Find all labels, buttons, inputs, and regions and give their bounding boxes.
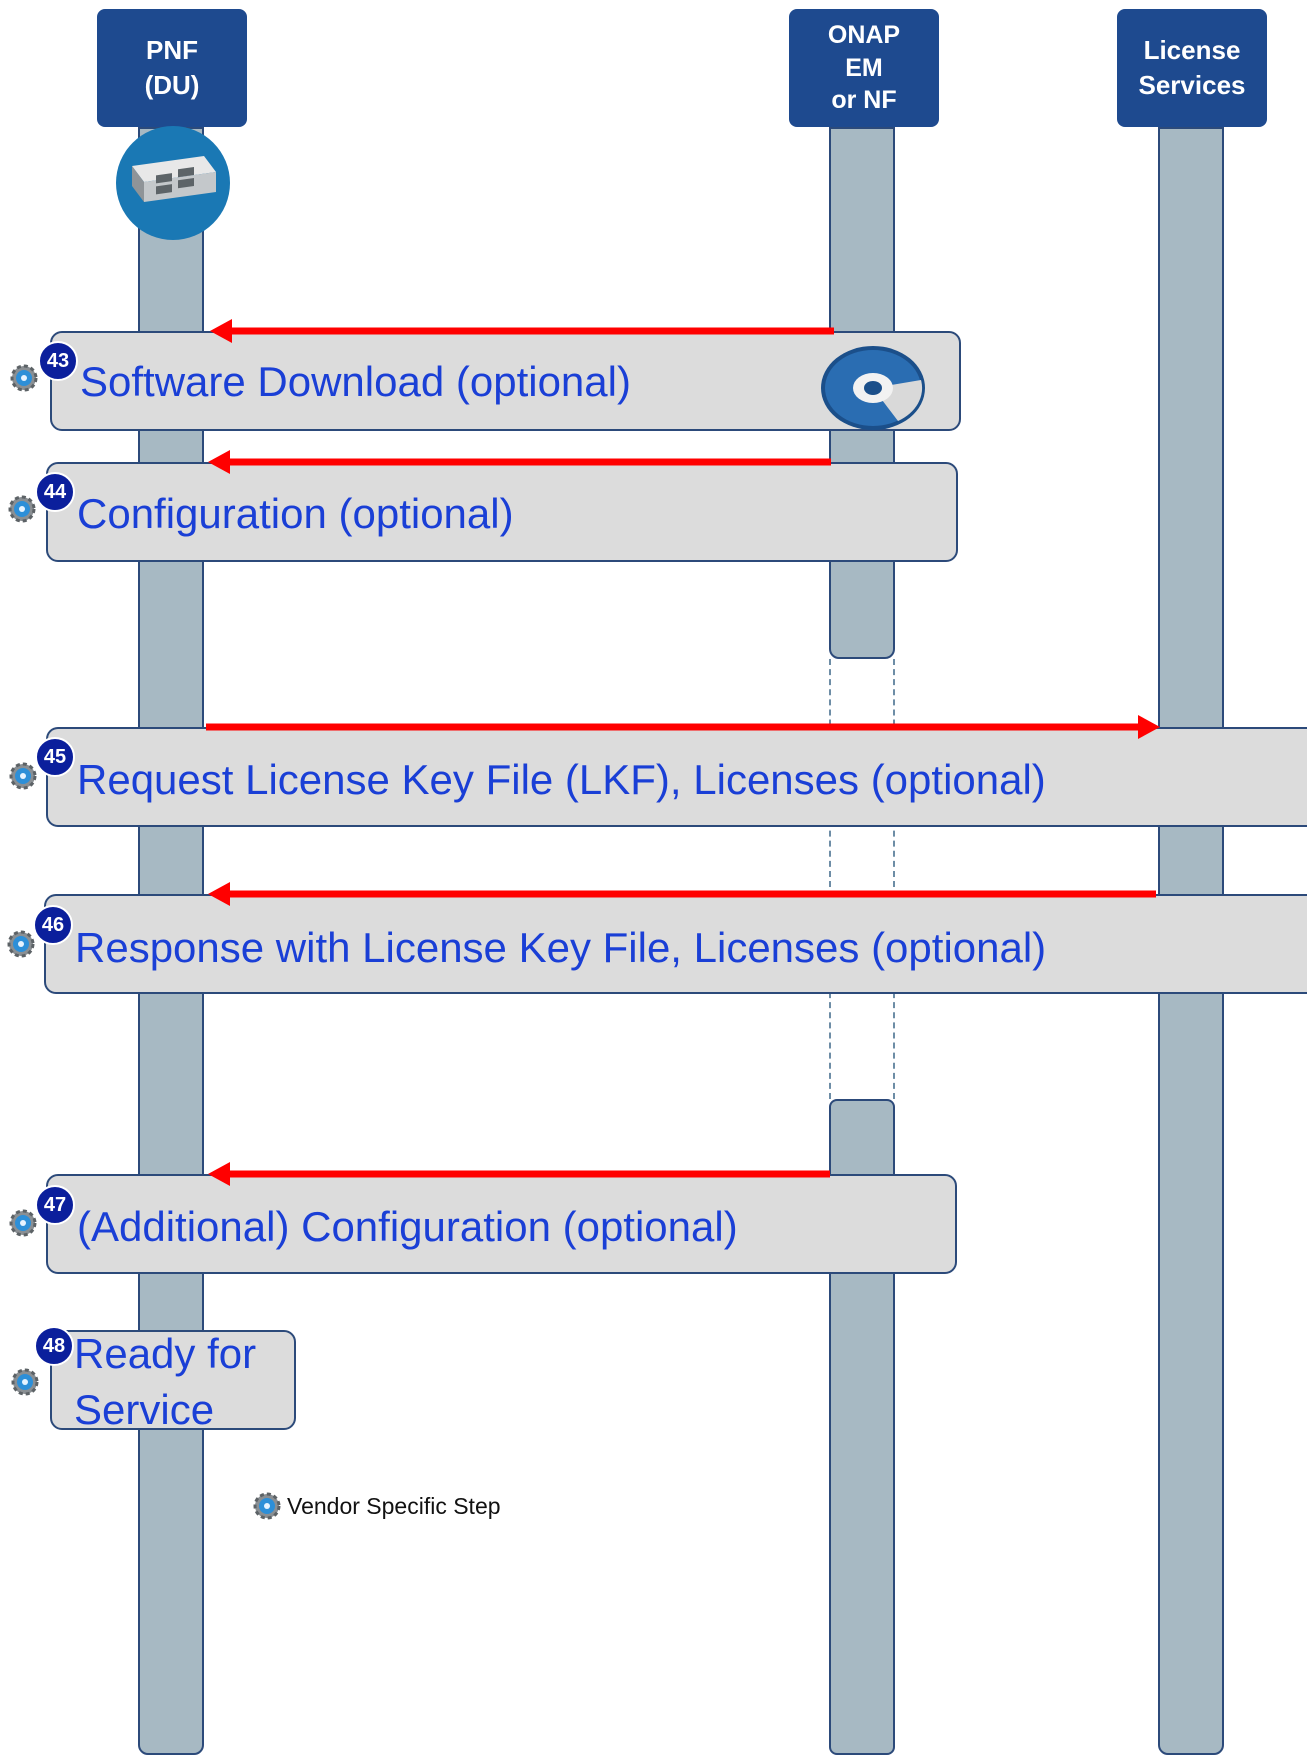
gear-icon bbox=[11, 1368, 39, 1396]
step-47-box bbox=[46, 1174, 957, 1274]
arrow-step-45 bbox=[206, 715, 1160, 739]
step-46-box bbox=[44, 894, 1307, 994]
step-47-badge: 47 bbox=[35, 1185, 75, 1225]
actor-license-line2: Services bbox=[1138, 70, 1246, 100]
step-44-box bbox=[46, 462, 958, 562]
lifeline-onap-dashed-right bbox=[893, 659, 895, 1099]
actor-license-services: License Services bbox=[1117, 9, 1267, 127]
actor-onap-line3: or NF bbox=[831, 86, 897, 115]
gear-icon bbox=[9, 762, 37, 790]
step-46-label: Response with License Key File, Licenses… bbox=[75, 924, 1047, 971]
step-45-label: Request License Key File (LKF), Licenses… bbox=[77, 756, 1046, 803]
step-45-box bbox=[46, 727, 1307, 827]
arrow-step-47 bbox=[208, 1162, 830, 1186]
step-43-badge: 43 bbox=[38, 341, 78, 381]
step-45-badge: 45 bbox=[35, 737, 75, 777]
step-48-label-line2: Service bbox=[74, 1386, 215, 1433]
step-48-label-line1: Ready for bbox=[74, 1330, 257, 1377]
gear-icon bbox=[9, 1209, 37, 1237]
arrow-step-46 bbox=[208, 882, 1156, 906]
lifeline-onap-dashed-left bbox=[829, 659, 831, 1099]
actor-pnf: PNF (DU) bbox=[97, 9, 247, 127]
actor-onap: ONAP EM or NF bbox=[789, 9, 939, 127]
step-48-badge: 48 bbox=[34, 1326, 74, 1366]
legend-label: Vendor Specific Step bbox=[287, 1493, 501, 1519]
step-44-badge: 44 bbox=[35, 472, 75, 512]
step-47-label: (Additional) Configuration (optional) bbox=[77, 1203, 738, 1250]
step-44-label: Configuration (optional) bbox=[77, 490, 514, 537]
software-disc-icon bbox=[821, 346, 925, 430]
step-46-badge: 46 bbox=[33, 905, 73, 945]
gear-icon bbox=[7, 930, 35, 958]
actor-pnf-line1: PNF bbox=[146, 34, 198, 65]
step-48-box bbox=[50, 1330, 296, 1430]
gear-icon bbox=[8, 495, 36, 523]
actor-pnf-line2: (DU) bbox=[144, 70, 200, 100]
actor-onap-line1: ONAP bbox=[827, 21, 901, 50]
step-43-label: Software Download (optional) bbox=[80, 358, 631, 405]
actor-onap-line2: EM bbox=[845, 53, 883, 82]
actor-license-line1: License bbox=[1143, 34, 1241, 65]
arrow-step-43 bbox=[210, 319, 834, 343]
gear-icon bbox=[253, 1492, 281, 1520]
pnf-device-icon bbox=[116, 126, 230, 240]
arrow-step-44 bbox=[208, 450, 831, 474]
gear-icon bbox=[10, 364, 38, 392]
